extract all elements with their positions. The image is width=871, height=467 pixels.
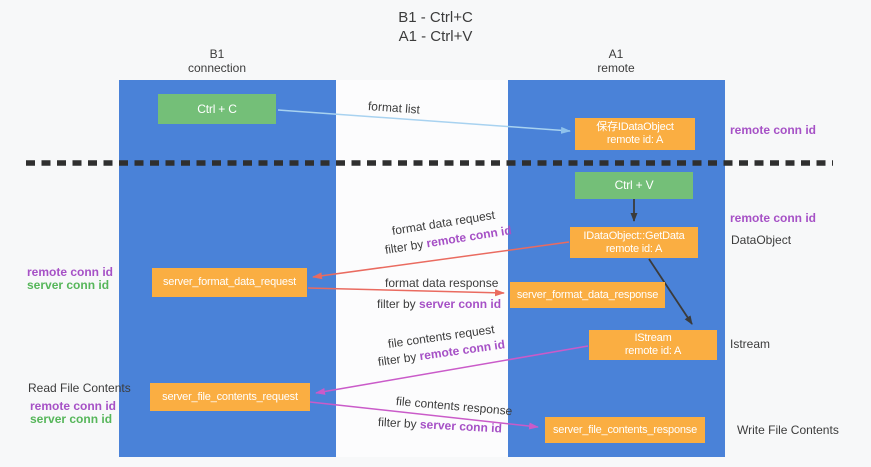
node-getdata-line2: remote id: A bbox=[605, 242, 663, 255]
node-istream-line1: IStream bbox=[634, 332, 672, 344]
node-istream: IStream remote id: A bbox=[589, 330, 717, 360]
label-istream: Istream bbox=[730, 337, 771, 351]
node-save-idataobject-line2: remote id: A bbox=[606, 134, 664, 146]
getdata-to-istream-arrow bbox=[648, 258, 693, 325]
node-ctrl-v-label: Ctrl + V bbox=[614, 178, 654, 192]
label-remote-conn-id-bottom-left: remote conn id bbox=[30, 399, 117, 413]
filter-key-server-conn-id: server conn id bbox=[419, 297, 502, 311]
label-remote-conn-id-top-left: remote conn id bbox=[27, 265, 114, 279]
label-remote-conn-id-top-right: remote conn id bbox=[730, 123, 817, 137]
lifeline-gap-panel bbox=[336, 80, 508, 457]
filter-prefix: filter by bbox=[377, 297, 420, 311]
node-server-format-data-response: server_format_data_response bbox=[510, 282, 665, 308]
filter-prefix: filter by bbox=[377, 415, 421, 432]
node-getdata-line1: IDataObject::GetData bbox=[583, 229, 685, 242]
label-remote-conn-id-mid-right: remote conn id bbox=[730, 211, 817, 225]
node-server-file-contents-response: server_file_contents_response bbox=[545, 417, 705, 443]
label-write-file-contents: Write File Contents bbox=[737, 423, 839, 437]
label-server-conn-id-bottom-left: server conn id bbox=[30, 412, 113, 426]
node-ctrl-c: Ctrl + C bbox=[158, 94, 276, 124]
format-response-arrow bbox=[307, 287, 505, 297]
label-dataobject: DataObject bbox=[731, 233, 792, 247]
file-response-arrow bbox=[309, 401, 539, 430]
node-server-file-contents-request: server_file_contents_request bbox=[150, 383, 310, 411]
node-server-file-contents-request-label: server_file_contents_request bbox=[162, 390, 298, 403]
title-line-1: B1 - Ctrl+C bbox=[398, 9, 473, 26]
column-header-a1: A1 remote bbox=[519, 47, 713, 75]
node-server-format-data-request: server_format_data_request bbox=[152, 268, 307, 297]
label-server-conn-id-top-left: server conn id bbox=[27, 278, 110, 292]
node-save-idataobject: 保存IDataObject remote id: A bbox=[575, 118, 695, 150]
node-istream-line2: remote id: A bbox=[624, 345, 682, 357]
node-server-format-data-request-label: server_format_data_request bbox=[163, 276, 296, 288]
column-a1-role: remote bbox=[597, 61, 635, 75]
diagram-title: B1 - Ctrl+C A1 - Ctrl+V bbox=[0, 8, 871, 46]
node-server-file-contents-response-label: server_file_contents_response bbox=[552, 423, 697, 436]
msg-format-data-response-filter: filter by server conn id bbox=[377, 297, 501, 311]
format-request-arrow bbox=[312, 241, 570, 280]
node-server-format-data-response-label: server_format_data_response bbox=[516, 288, 659, 301]
column-b1-role: connection bbox=[187, 61, 247, 75]
format-list-arrow bbox=[277, 109, 571, 134]
title-line-2: A1 - Ctrl+V bbox=[398, 28, 473, 45]
column-a1-name: A1 bbox=[608, 47, 624, 61]
node-idataobject-getdata: IDataObject::GetData remote id: A bbox=[570, 227, 698, 258]
label-read-file-contents: Read File Contents bbox=[28, 381, 131, 395]
column-b1-name: B1 bbox=[209, 47, 225, 61]
node-save-idataobject-line1: 保存IDataObject bbox=[596, 121, 674, 133]
file-request-arrow bbox=[315, 345, 589, 395]
msg-format-data-response: format data response bbox=[385, 276, 499, 290]
node-ctrl-c-label: Ctrl + C bbox=[197, 101, 237, 116]
column-header-b1: B1 connection bbox=[120, 47, 314, 75]
node-ctrl-v: Ctrl + V bbox=[575, 172, 693, 199]
